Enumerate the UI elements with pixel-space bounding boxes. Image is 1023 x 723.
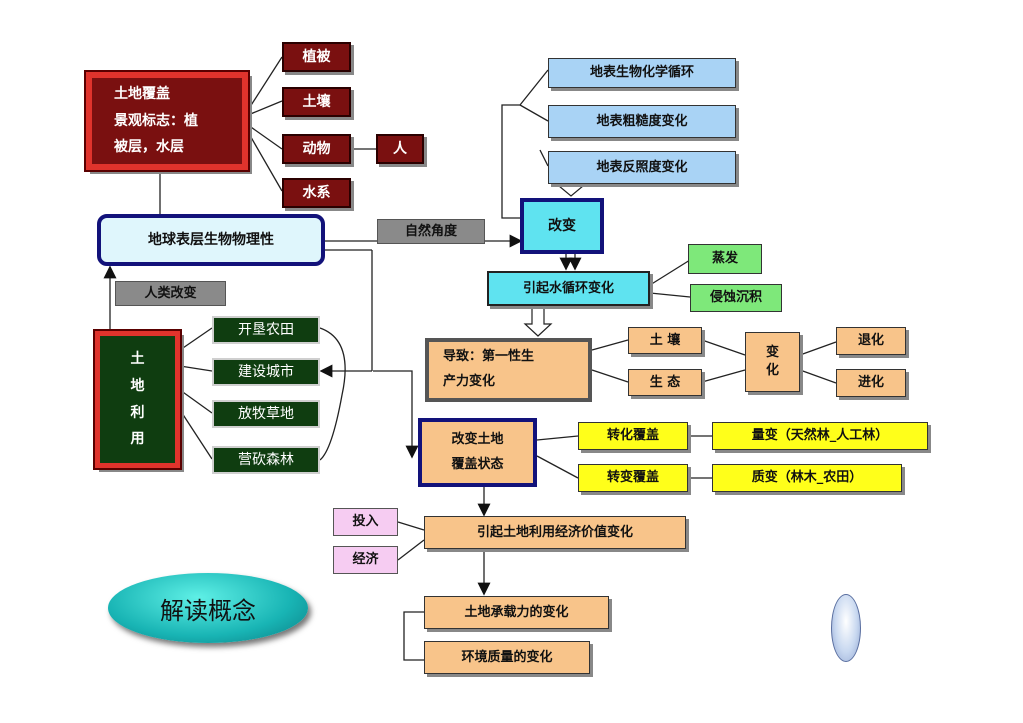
economy-box: 经济 bbox=[333, 546, 398, 574]
animals-box: 动物 bbox=[282, 134, 351, 164]
change-char-2: 化 bbox=[765, 363, 779, 378]
land-use-char-2: 地 bbox=[130, 377, 145, 394]
line-cover-vegetation bbox=[247, 56, 283, 111]
city-box: 建设城市 bbox=[212, 358, 320, 386]
cover-state-line-1: 改变土地 bbox=[451, 431, 504, 447]
land-use-char-1: 土 bbox=[130, 351, 145, 368]
carrying-capacity-box: 土地承载力的变化 bbox=[424, 596, 609, 629]
investment-box: 投入 bbox=[333, 508, 398, 536]
logging-box: 营砍森林 bbox=[212, 446, 320, 474]
water-system-box: 水系 bbox=[282, 178, 351, 208]
productivity-box: 导致：第一性生 产力变化 bbox=[425, 338, 592, 402]
ecology-box: 生 态 bbox=[628, 369, 702, 396]
land-use-box: 土 地 利 用 bbox=[93, 329, 182, 470]
change-box: 改变 bbox=[520, 198, 604, 254]
human-change-label: 人类改变 bbox=[115, 281, 226, 306]
change-vertical-box: 变 化 bbox=[745, 332, 800, 392]
evolution-box: 进化 bbox=[836, 369, 906, 397]
modification-box: 转变覆盖 bbox=[578, 464, 688, 492]
land-use-char-4: 用 bbox=[130, 431, 145, 448]
conversion-box: 转化覆盖 bbox=[578, 422, 688, 450]
evaporation-box: 蒸发 bbox=[688, 244, 762, 274]
degradation-box: 退化 bbox=[836, 327, 906, 355]
pasture-box: 放牧草地 bbox=[212, 400, 320, 428]
land-cover-line-1: 土地覆盖 bbox=[114, 86, 170, 103]
econ-value-box: 引起土地利用经济价值变化 bbox=[424, 516, 686, 549]
human-box: 人 bbox=[376, 134, 424, 164]
quantity-change-box: 量变（天然林_人工林） bbox=[712, 422, 928, 450]
albedo-box: 地表反照度变化 bbox=[548, 151, 736, 184]
productivity-line-1: 导致：第一性生 bbox=[443, 349, 535, 365]
natural-angle-label: 自然角度 bbox=[377, 219, 485, 244]
farmland-box: 开垦农田 bbox=[212, 316, 320, 344]
land-cover-line-2: 景观标志：植 bbox=[114, 112, 198, 129]
erosion-box: 侵蚀沉积 bbox=[690, 284, 782, 312]
env-quality-box: 环境质量的变化 bbox=[424, 641, 590, 674]
cover-state-line-2: 覆盖状态 bbox=[451, 456, 504, 472]
land-cover-box: 土地覆盖 景观标志：植 被层，水层 bbox=[84, 70, 250, 172]
soil-box: 土 壤 bbox=[628, 327, 702, 354]
bio-chem-cycle-box: 地表生物化学循环 bbox=[548, 58, 736, 88]
land-cover-line-3: 被层，水层 bbox=[114, 139, 184, 156]
earth-surface-box: 地球表层生物物理性 bbox=[97, 214, 325, 266]
interpret-concept-button[interactable]: 解读概念 bbox=[108, 573, 308, 643]
cover-state-box: 改变土地 覆盖状态 bbox=[418, 418, 537, 487]
land-use-char-3: 利 bbox=[130, 404, 145, 421]
change-char-1: 变 bbox=[765, 345, 779, 361]
soil-top-box: 土壤 bbox=[282, 87, 351, 117]
roughness-box: 地表粗糙度变化 bbox=[548, 105, 736, 138]
oval-button-icon[interactable] bbox=[831, 594, 861, 662]
water-cycle-box: 引起水循环变化 bbox=[487, 271, 650, 306]
vegetation-box: 植被 bbox=[282, 42, 351, 72]
quality-change-box: 质变（林木_农田） bbox=[712, 464, 902, 492]
productivity-line-2: 产力变化 bbox=[443, 374, 496, 389]
